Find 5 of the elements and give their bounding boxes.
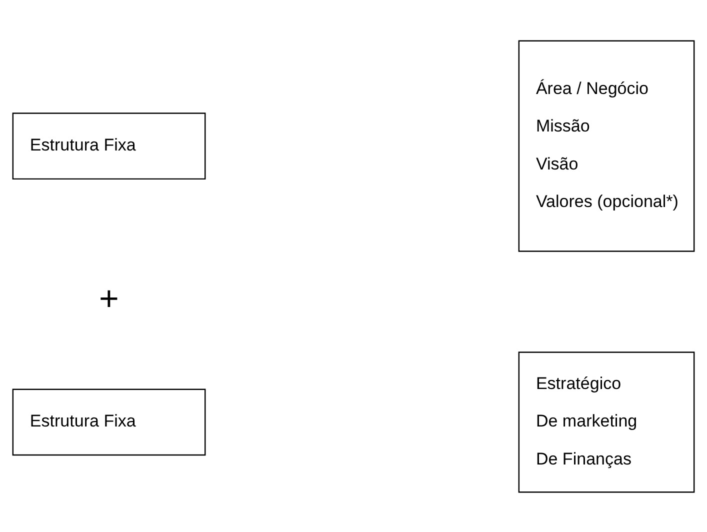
node-box: Estrutura Fixa bbox=[12, 112, 206, 180]
label: + bbox=[99, 280, 119, 318]
node-box: Área / Negócio Missão Visão Valores (opcional*) bbox=[518, 40, 695, 252]
node-box: Estratégico De marketing De Finanças bbox=[518, 351, 695, 492]
node-box: Estrutura Fixa bbox=[12, 388, 206, 456]
